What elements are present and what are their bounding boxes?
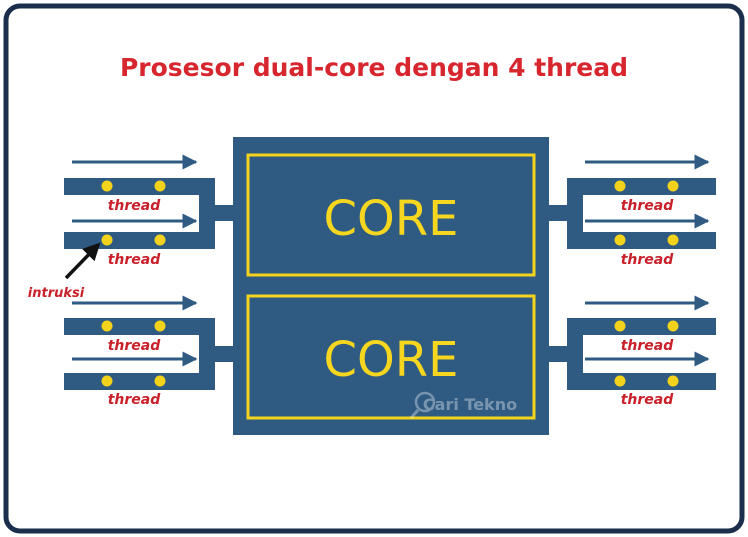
thread-label-left-3: thread — [108, 338, 162, 354]
core-2-label: CORE — [324, 332, 459, 388]
core-1-label: CORE — [324, 191, 459, 247]
thread-arrows — [72, 154, 710, 367]
thread-label-left-2: thread — [108, 252, 162, 268]
core-1: CORE — [246, 153, 536, 277]
diagram-title: Prosesor dual-core dengan 4 thread — [120, 53, 628, 82]
instruction-arrow — [64, 242, 101, 280]
instruction-label: intruksi — [28, 286, 85, 301]
instruction-dots — [101, 180, 679, 387]
thread-group-left-top — [64, 178, 233, 249]
core-2: CORE — [246, 294, 536, 420]
thread-label-left-1: thread — [108, 198, 162, 214]
thread-label-right-3: thread — [621, 338, 675, 354]
thread-label-left-4: thread — [108, 392, 162, 408]
watermark-logo: Cari Tekno — [409, 391, 517, 419]
thread-labels: thread thread thread thread thread threa… — [108, 198, 675, 408]
thread-label-right-4: thread — [621, 392, 675, 408]
thread-group-left-bottom — [64, 318, 233, 390]
magnifier-icon — [414, 391, 436, 413]
thread-label-right-2: thread — [621, 252, 675, 268]
thread-label-right-1: thread — [621, 198, 675, 214]
instruction-pointer: intruksi — [28, 242, 101, 301]
thread-group-right-top — [549, 178, 716, 249]
processor-block: CORE CORE — [233, 137, 549, 435]
watermark-text: Cari Tekno — [423, 395, 517, 414]
thread-group-right-bottom — [549, 318, 716, 390]
